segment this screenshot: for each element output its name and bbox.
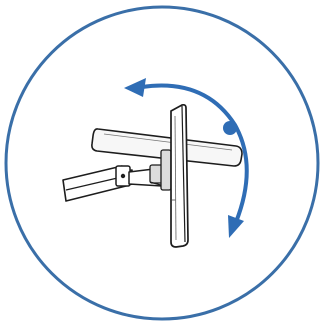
monitor-arm [62, 164, 167, 202]
arrow-head-end-icon [228, 215, 244, 238]
arrow-head-start-icon [124, 78, 146, 97]
rotation-arrow-icon [124, 78, 249, 238]
vesa-mount [160, 149, 172, 191]
pivot-dot-icon [223, 121, 237, 135]
monitor-portrait-panel [170, 103, 189, 248]
monitor-landscape-outline [91, 128, 243, 167]
